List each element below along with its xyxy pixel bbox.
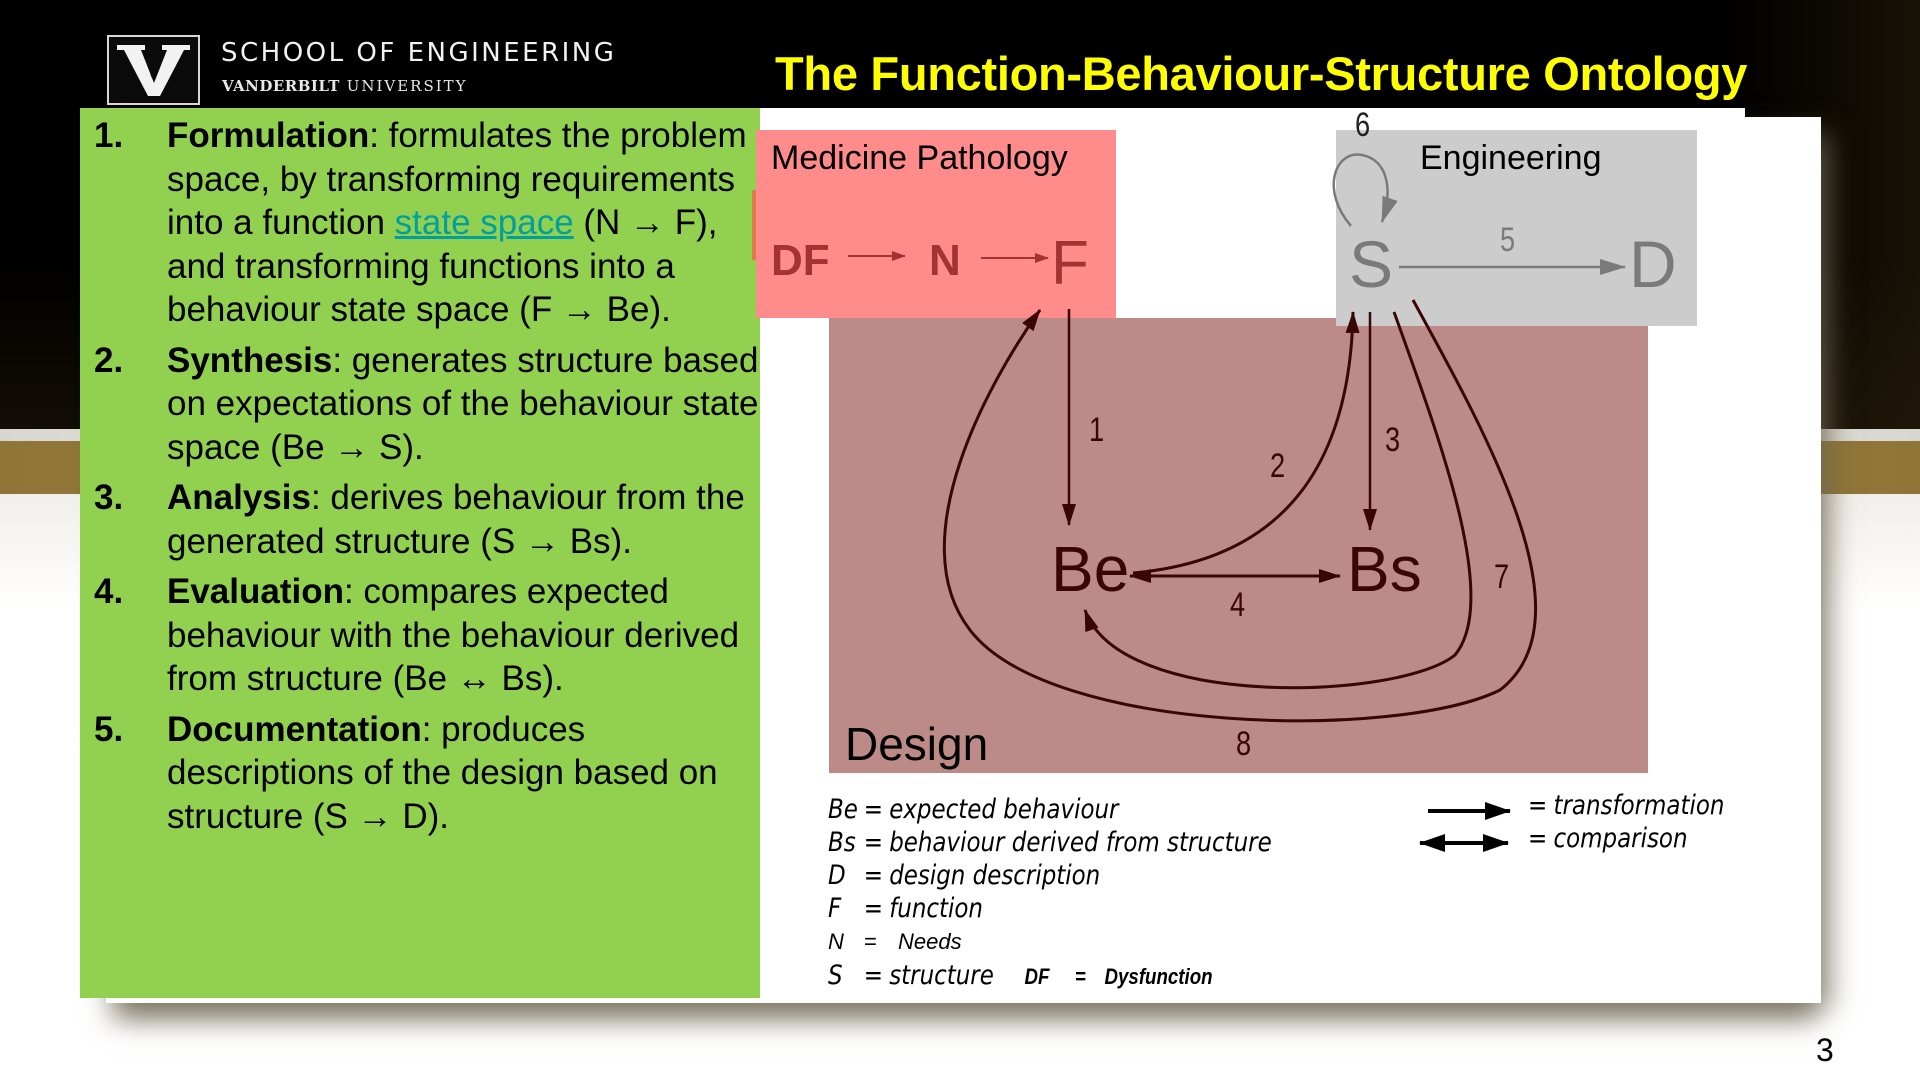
- legend-meaning: expected behaviour: [889, 794, 1119, 825]
- step-number: 2.: [94, 340, 124, 380]
- legend-symbol: S: [828, 960, 843, 991]
- legend-arrow-row: =transformation: [1528, 790, 1724, 821]
- steps-list: 1. Formulation: formulates the problem s…: [80, 114, 760, 845]
- legend-symbol: N: [828, 929, 844, 954]
- legend-meaning: design description: [889, 860, 1101, 891]
- legend-row: Be=expected behaviour: [828, 794, 1118, 825]
- legend-eq: =: [863, 827, 883, 858]
- edge-label-1: 1: [1089, 411, 1105, 449]
- legend-eq: =: [864, 929, 877, 954]
- legend-df-meaning: Dysfunction: [1104, 964, 1213, 989]
- legend-eq: =: [863, 860, 883, 891]
- step-number: 4.: [94, 572, 124, 611]
- step-text: : generates structure based on expectati…: [167, 340, 759, 467]
- node-n: N: [929, 236, 961, 285]
- step-number: 1.: [94, 116, 124, 155]
- legend-df-symbol: DF: [1024, 964, 1050, 989]
- university-bold: VANDERBILT: [222, 77, 340, 95]
- step-term: Formulation: [167, 116, 370, 155]
- medicine-pathology-region: [752, 130, 1116, 318]
- step-number: 3.: [94, 478, 124, 517]
- step-item: 4. Evaluation: compares expected behavio…: [80, 570, 760, 701]
- medicine-pathology-label: Medicine Pathology: [771, 139, 1068, 177]
- node-be: Be: [1051, 533, 1130, 605]
- step-text: : produces descriptions of the design ba…: [167, 709, 718, 836]
- state-space-link[interactable]: state space: [394, 203, 574, 242]
- design-label: Design: [845, 718, 989, 770]
- step-item: 2. Synthesis: generates structure based …: [80, 339, 760, 470]
- page-number: 3: [1816, 1032, 1834, 1068]
- school-name: SCHOOL OF ENGINEERING: [221, 38, 617, 68]
- legend-meaning: function: [889, 893, 983, 924]
- edge-label-2: 2: [1270, 447, 1286, 485]
- legend-eq: =: [1528, 823, 1548, 854]
- legend-meaning: Needs: [898, 929, 962, 954]
- legend-meaning: transformation: [1553, 790, 1725, 821]
- edge-label-7: 7: [1494, 558, 1510, 596]
- step-text: : compares expected behaviour with the b…: [167, 572, 740, 698]
- node-bs: Bs: [1347, 533, 1422, 605]
- legend-eq: =: [863, 960, 883, 991]
- legend-eq: =: [1528, 790, 1548, 821]
- legend-df-eq: =: [1074, 964, 1086, 989]
- step-term: Analysis: [167, 478, 311, 517]
- legend-meaning: behaviour derived from structure: [889, 827, 1272, 858]
- university-name: VANDERBILT UNIVERSITY: [222, 77, 468, 95]
- legend-meaning: structure: [889, 960, 994, 991]
- legend-eq: =: [863, 893, 883, 924]
- legend-eq: =: [863, 794, 883, 825]
- design-region: [829, 318, 1648, 773]
- legend-row: Bs=behaviour derived from structure: [828, 827, 1272, 858]
- step-item: 5. Documentation: produces descriptions …: [80, 708, 760, 839]
- step-term: Documentation: [167, 709, 422, 749]
- step-number: 5.: [94, 709, 124, 749]
- node-d: D: [1629, 227, 1677, 301]
- edge-label-6: 6: [1355, 106, 1371, 144]
- edge-label-3: 3: [1385, 421, 1401, 459]
- slide-title: The Function-Behaviour-Structure Ontolog…: [775, 47, 1748, 100]
- content-panel-top: [760, 108, 1745, 120]
- step-text-cont: (N → F), and transforming functions into…: [167, 203, 718, 329]
- step-term: Synthesis: [167, 340, 333, 380]
- legend-row: D =design description: [828, 860, 1100, 891]
- engineering-region: [1336, 130, 1697, 326]
- engineering-label: Engineering: [1420, 139, 1602, 177]
- legend-row: N = Needs: [828, 929, 962, 955]
- vanderbilt-v-icon: [117, 45, 190, 96]
- step-item: 3. Analysis: derives behaviour from the …: [80, 476, 760, 563]
- edge-label-8: 8: [1236, 725, 1252, 763]
- step-item: 1. Formulation: formulates the problem s…: [80, 114, 760, 332]
- vanderbilt-logo: [107, 35, 200, 105]
- steps-panel: 1. Formulation: formulates the problem s…: [80, 108, 760, 998]
- node-f: F: [1051, 229, 1089, 298]
- legend-arrow-row: =comparison: [1528, 823, 1688, 854]
- step-text: : formulates the problem space, by trans…: [167, 116, 747, 242]
- legend-row: F =function: [828, 893, 983, 924]
- legend-symbol: Bs: [828, 827, 856, 858]
- node-s: S: [1349, 227, 1394, 301]
- legend-meaning: comparison: [1553, 823, 1688, 854]
- node-df: DF: [771, 236, 830, 285]
- legend-symbol: Be: [828, 794, 858, 825]
- legend-symbol: F: [828, 893, 842, 924]
- legend-symbol: D: [828, 860, 846, 891]
- edge-label-4: 4: [1230, 586, 1246, 624]
- step-text: : derives behaviour from the generated s…: [167, 478, 745, 561]
- edge-label-5: 5: [1500, 221, 1516, 259]
- step-term: Evaluation: [167, 572, 344, 611]
- university-rest: UNIVERSITY: [346, 77, 468, 95]
